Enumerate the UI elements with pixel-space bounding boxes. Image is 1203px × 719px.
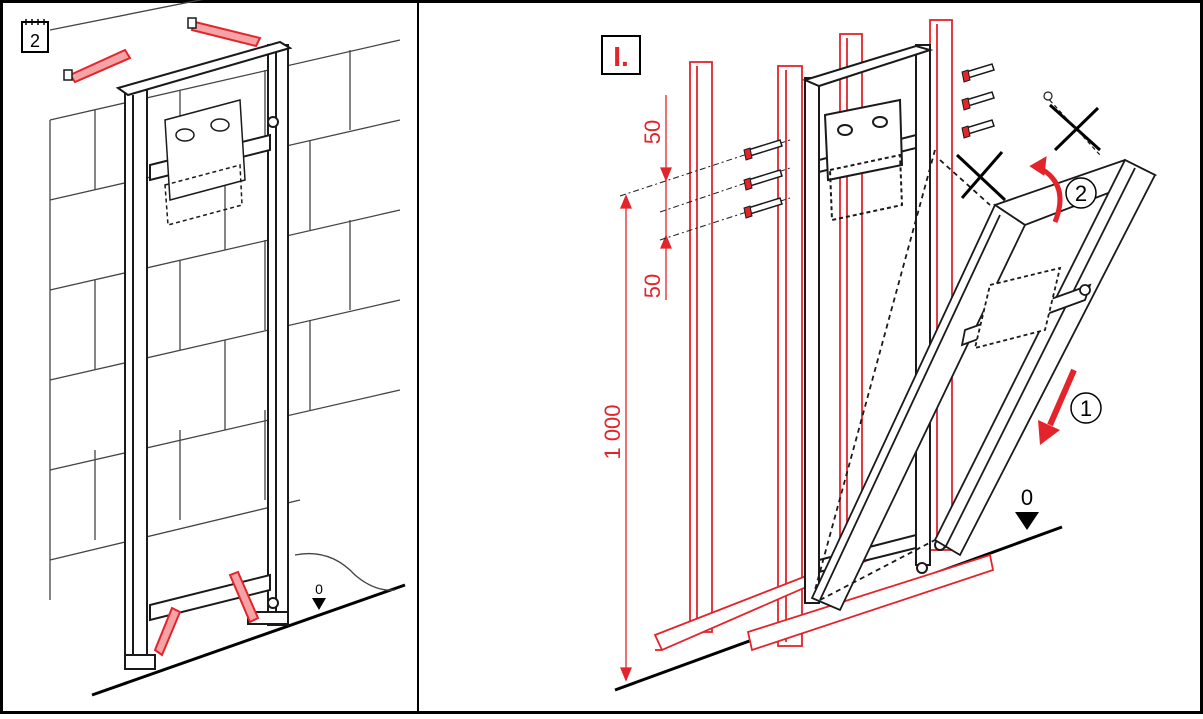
floor-line	[91, 583, 406, 697]
toilet-bracket	[823, 98, 904, 182]
step-label: I.	[613, 41, 629, 72]
screw-icon	[743, 139, 783, 161]
screw-icon	[187, 17, 262, 48]
red-stud-frame	[653, 19, 995, 652]
floor-level-label: 0	[1021, 485, 1033, 510]
step-label-box	[601, 35, 641, 75]
screw-icon	[743, 197, 783, 219]
right-panel: I.	[600, 19, 1158, 692]
step-number: 2	[30, 31, 40, 51]
screw-icon	[743, 169, 783, 191]
floor-channel-2	[746, 553, 995, 652]
frame-left-post	[124, 89, 148, 666]
frame-right-post	[267, 44, 289, 626]
brick-wall	[49, 0, 401, 600]
floor-level-label: 0	[315, 581, 323, 597]
frame-left-foot	[124, 654, 156, 670]
tilted-frame	[810, 149, 1158, 612]
arrow-down-head	[1038, 420, 1060, 445]
floor-curve	[294, 552, 396, 591]
dimension-top: 50	[640, 120, 665, 144]
screw-icon	[961, 91, 995, 111]
screw-icon	[228, 570, 260, 624]
dimension-total: 1 000	[600, 404, 625, 459]
frame-bolt-top	[267, 116, 279, 128]
rotate-arrow-head	[1029, 156, 1047, 176]
anchor-screws	[743, 63, 995, 219]
stud-4	[929, 19, 953, 551]
stud-1	[689, 61, 713, 633]
action-2-circle	[1065, 177, 1097, 209]
dimension-lines	[620, 95, 672, 682]
frame-top-rail	[802, 44, 934, 88]
toilet-bracket	[164, 99, 246, 226]
screw-icon	[961, 63, 995, 83]
frame-right-post	[915, 44, 931, 566]
action-1-label: 1	[1080, 396, 1092, 421]
screw-icon	[1043, 91, 1101, 156]
notepad-step-icon	[21, 19, 49, 53]
screw-icon	[63, 48, 132, 84]
arrow-down-red-icon	[1047, 368, 1077, 427]
left-panel: 0 2	[21, 0, 406, 697]
level-triangle-icon	[312, 598, 326, 610]
stud-2	[777, 65, 803, 647]
wall-screws	[63, 17, 262, 657]
dimension-middle: 50	[640, 274, 665, 298]
action-2-label: 2	[1075, 181, 1087, 206]
action-1-circle	[1070, 392, 1102, 424]
screw-icon	[961, 119, 995, 139]
frame-top-rail	[115, 40, 293, 97]
frame-left-post	[804, 77, 820, 604]
screw-icon	[153, 606, 182, 657]
level-triangle-icon	[1015, 512, 1039, 530]
frame-bolt-bottom	[267, 597, 279, 609]
cross-mark-icon	[955, 151, 1007, 202]
rotate-arrow-red-icon	[1038, 165, 1063, 223]
